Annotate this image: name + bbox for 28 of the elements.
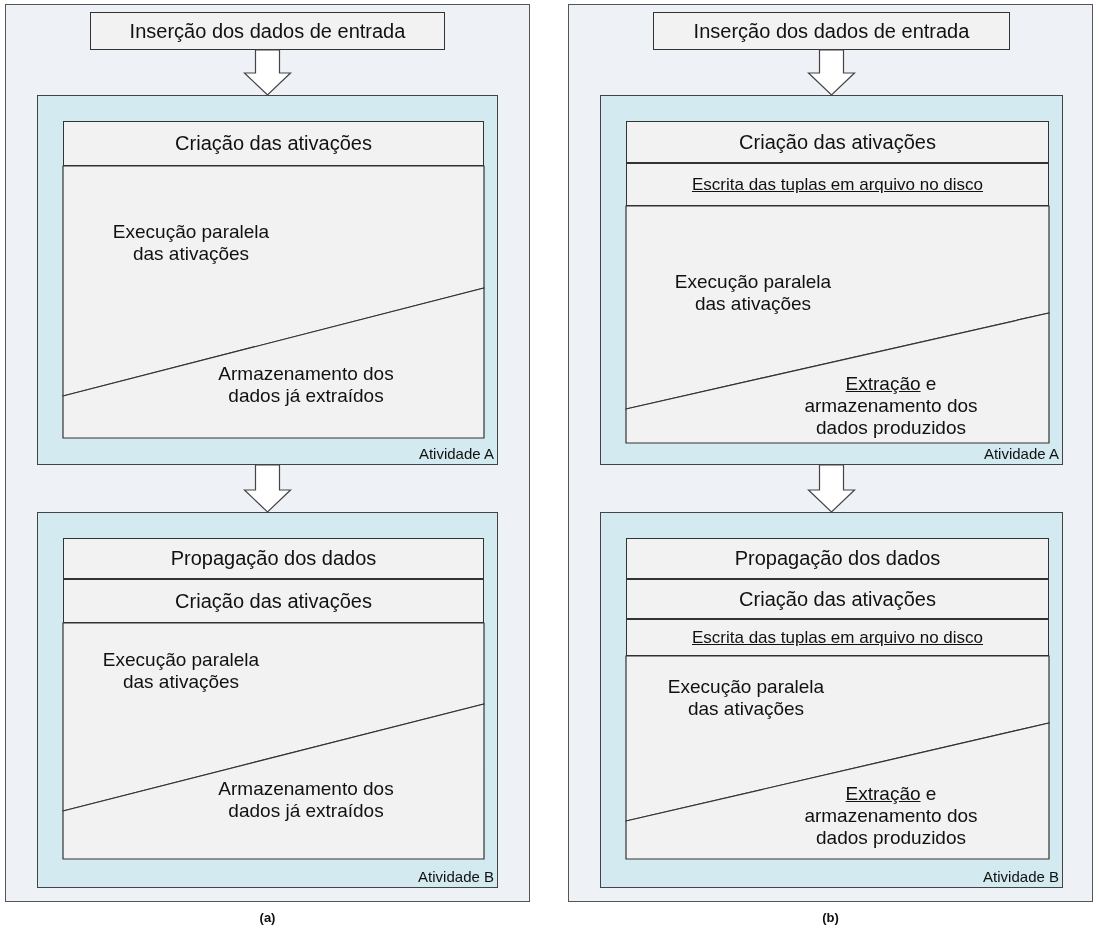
region-text: Armazenamento dos dados já extraídos <box>217 778 395 822</box>
panel-caption: (a) <box>258 910 277 926</box>
region-text: Execução paralela das ativações <box>666 676 826 720</box>
step-row: Escrita das tuplas em arquivo no disco <box>626 163 1049 206</box>
region-text: Execução paralela das ativações <box>673 271 833 315</box>
activity-label: Atividade B <box>983 868 1059 886</box>
activity-container <box>37 95 498 465</box>
process-box: Inserção dos dados de entrada <box>653 12 1010 50</box>
block-arrow <box>807 464 856 513</box>
activity-container <box>600 95 1063 465</box>
step-row: Criação das ativações <box>63 579 484 623</box>
region-text: Extração e armazenamento dos dados produzidos <box>803 783 979 849</box>
process-box: Inserção dos dados de entrada <box>90 12 445 50</box>
block-arrow <box>243 49 292 96</box>
step-row: Criação das ativações <box>626 579 1049 619</box>
step-row: Escrita das tuplas em arquivo no disco <box>626 619 1049 656</box>
activity-container <box>37 512 498 888</box>
region-text: Extração e armazenamento dos dados produzidos <box>803 373 979 439</box>
region-text: Execução paralela das ativações <box>111 221 271 265</box>
block-arrow <box>243 464 292 513</box>
activity-container <box>600 512 1063 888</box>
panel-caption: (b) <box>821 910 840 926</box>
region-text: Execução paralela das ativações <box>101 649 261 693</box>
region-text: Armazenamento dos dados já extraídos <box>217 363 395 407</box>
activity-label: Atividade A <box>418 445 494 463</box>
activity-label: Atividade B <box>418 868 494 886</box>
block-arrow <box>807 49 856 96</box>
activity-label: Atividade A <box>983 445 1059 463</box>
